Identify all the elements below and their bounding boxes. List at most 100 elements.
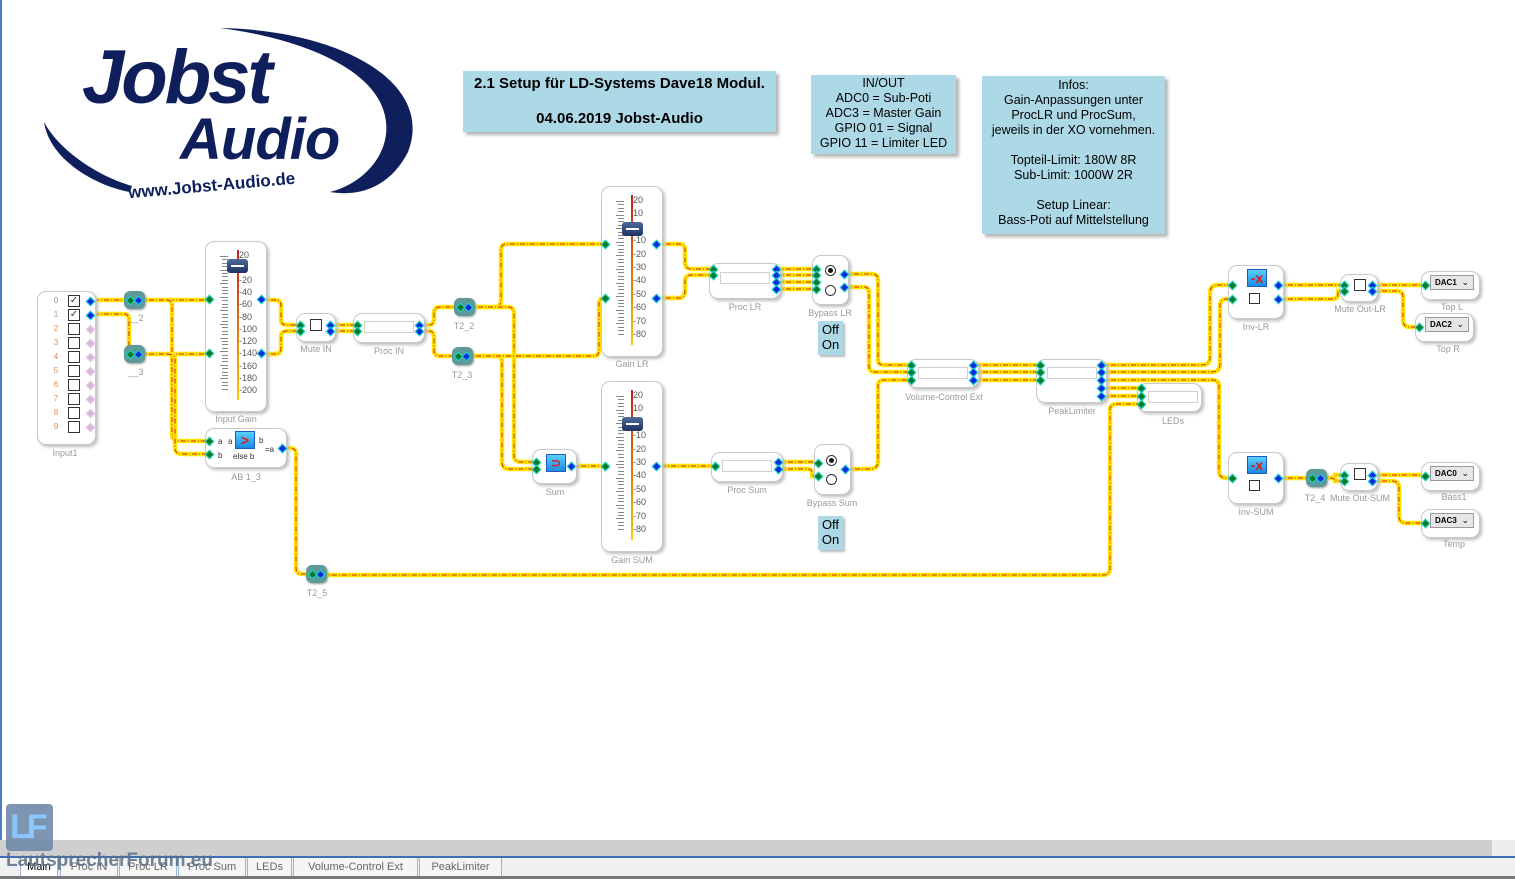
gsum-tick <box>616 436 624 438</box>
top-l-dac-select[interactable]: DAC1⌄ <box>1430 275 1474 290</box>
proc-in-field[interactable] <box>364 321 414 333</box>
bypass-lr-radio-off[interactable] <box>825 265 836 276</box>
tab-proc-sum[interactable]: Proc Sum <box>178 858 246 878</box>
wire-40[interactable] <box>1278 288 1344 302</box>
tab-leds[interactable]: LEDs <box>247 858 292 878</box>
glr-tick <box>616 296 624 298</box>
proc-lr-block[interactable] <box>709 263 781 299</box>
input1-channel-checkbox[interactable] <box>68 379 80 391</box>
input1-channel-pin[interactable] <box>85 408 96 419</box>
glr-scale-label: -80 <box>633 329 647 339</box>
wire-38[interactable] <box>282 445 312 577</box>
input1-channel-checkbox[interactable] <box>68 407 80 419</box>
sum-block[interactable]: ⊃ <box>532 449 577 484</box>
wire-13[interactable] <box>468 304 536 465</box>
input1-channel-checkbox[interactable] <box>68 323 80 335</box>
input1-channel-pin[interactable] <box>85 352 96 363</box>
inv-lr-checkbox[interactable] <box>1249 293 1260 304</box>
input1-channel-pin[interactable] <box>85 366 96 377</box>
proc-sum-block[interactable] <box>711 452 783 482</box>
schematic-canvas[interactable]: Jobst Audio www.Jobst-Audio.de 2.1 Setup… <box>0 0 1515 840</box>
ig-tick <box>222 368 228 370</box>
leds-block[interactable] <box>1137 383 1202 412</box>
input1-channel-pin[interactable] <box>85 324 96 335</box>
input1-channel-checkbox[interactable] <box>68 351 80 363</box>
input1-channel-checkbox[interactable] <box>68 421 80 433</box>
glr-tick <box>616 201 624 202</box>
gain-lr-block[interactable]: 20100-10-20-30-40-50-60-70-80 <box>601 186 663 357</box>
wire-14[interactable] <box>466 353 536 472</box>
wire-4[interactable] <box>166 297 209 444</box>
wire-32[interactable] <box>1101 282 1232 368</box>
volume-control-ext-block[interactable] <box>907 359 979 388</box>
mute-out-lr-checkbox[interactable] <box>1354 279 1366 291</box>
wire-5[interactable] <box>166 351 209 457</box>
input1-channel-pin[interactable] <box>85 310 96 321</box>
input1-channel-pin[interactable] <box>85 338 96 349</box>
bass1-block[interactable]: DAC0⌄ <box>1421 462 1480 491</box>
wire-24[interactable] <box>844 284 912 375</box>
ig-tick <box>222 358 228 359</box>
bypass-sum-radio-on[interactable] <box>826 474 837 485</box>
gain-lr-fader-knob[interactable] <box>622 222 643 236</box>
lf-logo-text: LF <box>10 808 47 846</box>
ab-1-3-block[interactable]: a b a > b else b =a <box>205 428 287 468</box>
tab-proc-lr[interactable]: Proc LR <box>119 858 177 878</box>
invert-icon[interactable]: -x <box>1247 269 1267 287</box>
input1-channel-checkbox[interactable]: ✓ <box>68 295 80 307</box>
horizontal-scrollbar[interactable]: ‹ <box>0 840 1492 856</box>
input1-channel-checkbox[interactable] <box>68 337 80 349</box>
wire-25[interactable] <box>845 377 912 472</box>
glr-tick <box>618 320 624 321</box>
proc-in-block[interactable] <box>353 313 425 343</box>
input1-channel-checkbox[interactable] <box>68 393 80 405</box>
input-gain-fader-knob[interactable] <box>227 259 248 273</box>
input1-channel-pin[interactable] <box>85 394 96 405</box>
input1-channel-checkbox[interactable] <box>68 365 80 377</box>
proc-lr-field[interactable] <box>720 272 770 284</box>
tab-peak-limiter[interactable]: PeakLimiter <box>419 858 502 878</box>
glr-tick <box>618 272 624 274</box>
wire-23[interactable] <box>844 271 912 368</box>
input1-channel-checkbox[interactable]: ✓ <box>68 309 80 321</box>
top-l-block[interactable]: DAC1⌄ <box>1421 271 1480 300</box>
inv-sum-checkbox[interactable] <box>1249 480 1260 491</box>
mute-out-sum-checkbox[interactable] <box>1354 468 1366 480</box>
input-gain-block[interactable]: 200-20-40-60-80-100-120-140-160-180-200 <box>205 241 267 412</box>
bypass-sum-radio-off[interactable] <box>826 455 837 466</box>
tab-volume-control-ext[interactable]: Volume-Control Ext <box>293 858 418 878</box>
leds-label: LEDs <box>1161 416 1185 426</box>
bypass-sum-block[interactable] <box>814 444 851 495</box>
wire-31[interactable] <box>778 466 818 479</box>
mute-in-checkbox[interactable] <box>310 319 322 331</box>
infos-line: ProcLR und ProcSum, <box>1011 108 1136 122</box>
leds-field[interactable] <box>1148 391 1198 403</box>
bypass-lr-radio-on[interactable] <box>825 285 836 296</box>
peak-limiter-field[interactable] <box>1047 367 1097 379</box>
greater-than-icon[interactable]: > <box>235 431 255 449</box>
input1-channel-pin[interactable] <box>85 380 96 391</box>
wire-12[interactable] <box>468 241 606 310</box>
proc-sum-field[interactable] <box>722 460 772 472</box>
tab-proc-in[interactable]: Proc IN <box>60 858 118 878</box>
wire-18[interactable] <box>656 272 714 301</box>
wire-17[interactable] <box>656 241 714 272</box>
input1-channel-pin[interactable] <box>85 422 96 433</box>
sum-merge-icon[interactable]: ⊃ <box>546 454 566 472</box>
glr-scale-label: 20 <box>633 195 644 205</box>
wire-33[interactable] <box>1101 296 1232 375</box>
wire-15[interactable] <box>466 295 606 359</box>
input1-channel-pin[interactable] <box>85 296 96 307</box>
volume-control-field[interactable] <box>918 367 968 379</box>
gain-sum-fader-knob[interactable] <box>622 417 643 431</box>
invert-icon[interactable]: -x <box>1247 456 1267 474</box>
gsum-tick <box>618 440 624 442</box>
gain-lr-label: Gain LR <box>615 359 649 369</box>
top-r-dac-select[interactable]: DAC2⌄ <box>1425 317 1469 332</box>
input1-channel-number: 6 <box>53 380 59 389</box>
temp-block[interactable]: DAC3⌄ <box>1421 509 1480 538</box>
inv-lr-block[interactable]: -x <box>1228 265 1284 319</box>
bass1-dac-select[interactable]: DAC0⌄ <box>1430 466 1474 481</box>
temp-dac-select[interactable]: DAC3⌄ <box>1430 513 1474 528</box>
